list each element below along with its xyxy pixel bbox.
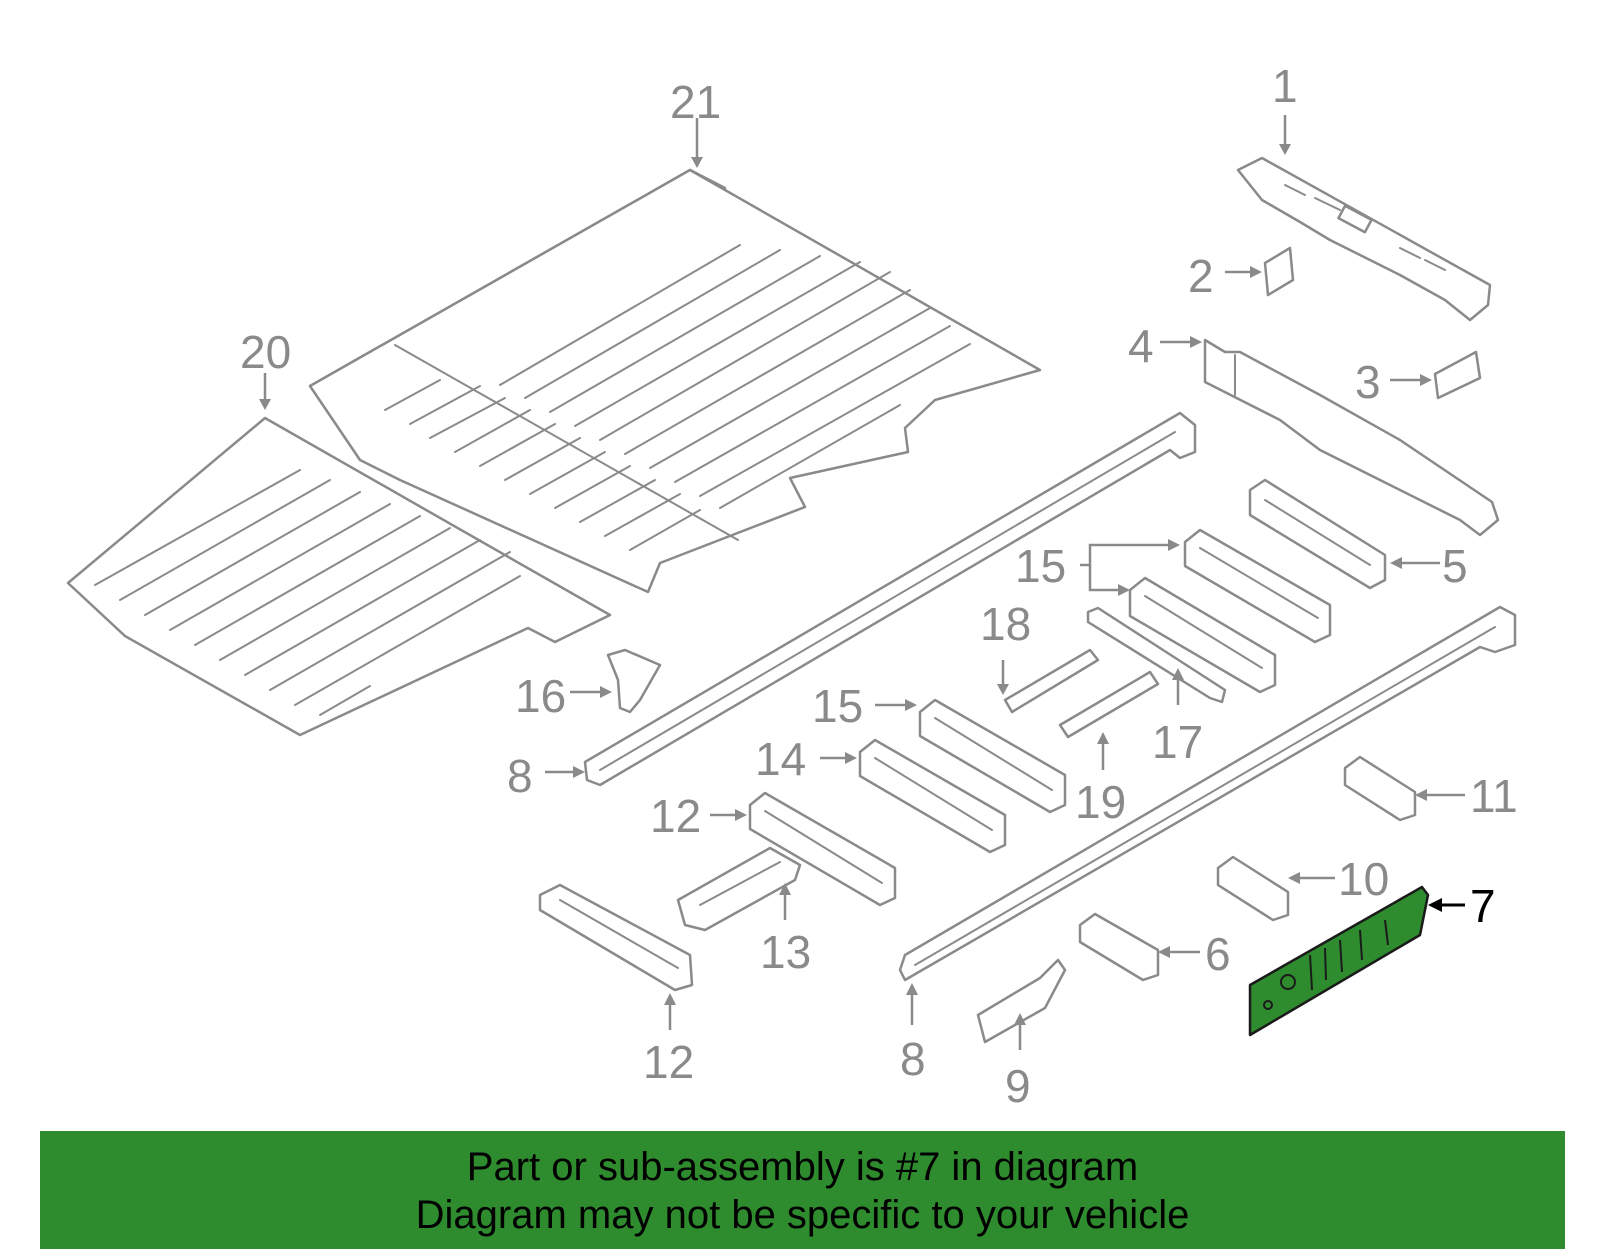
part-15-crossmember-a[interactable] [1183, 528, 1332, 644]
part-11-bracket[interactable] [1343, 755, 1417, 822]
part-13-bracket[interactable] [676, 846, 802, 932]
part-9-bracket[interactable] [976, 958, 1067, 1044]
part-19-support[interactable] [1058, 670, 1160, 739]
callout-3: 3 [1355, 356, 1381, 408]
part-10-bracket[interactable] [1216, 855, 1290, 922]
callout-20: 20 [240, 326, 291, 378]
part-2-bracket[interactable] [1263, 246, 1295, 297]
callout-1: 1 [1272, 60, 1298, 112]
callout-14: 14 [755, 733, 806, 785]
part-15-crossmember-b[interactable] [1128, 576, 1277, 694]
callout-5: 5 [1442, 540, 1468, 592]
callout-7-highlighted: 7 [1470, 880, 1496, 932]
part-8-rail-right[interactable] [898, 605, 1517, 982]
part-1-crossmember[interactable] [1236, 156, 1492, 322]
part-16-bracket[interactable] [606, 648, 662, 714]
part-4-reinforcement[interactable] [1203, 338, 1500, 537]
part-12-crossmember-a[interactable] [748, 791, 897, 907]
part-12-crossmember-b[interactable] [538, 883, 694, 992]
callout-4: 4 [1128, 320, 1154, 372]
banner-line-2: Diagram may not be specific to your vehi… [415, 1193, 1190, 1237]
part-14-crossmember[interactable] [858, 738, 1007, 854]
part-6-bracket[interactable] [1078, 912, 1160, 982]
part-3-bracket[interactable] [1433, 350, 1482, 400]
callout-9: 9 [1005, 1060, 1031, 1112]
callout-15-upper: 15 [1015, 540, 1066, 592]
part-17-support[interactable] [1086, 606, 1227, 704]
callout-13: 13 [760, 926, 811, 978]
callout-6: 6 [1205, 928, 1231, 980]
part-15-crossmember-c[interactable] [918, 698, 1067, 814]
callout-12-lower: 12 [643, 1036, 694, 1088]
callout-16: 16 [515, 670, 566, 722]
callout-17: 17 [1152, 716, 1203, 768]
part-21-floor-panel[interactable] [308, 168, 1042, 594]
callout-21: 21 [670, 76, 721, 128]
callout-labels: 21 20 1 2 3 4 5 15 18 17 19 15 16 8 14 1… [240, 60, 1518, 1112]
info-banner: Part or sub-assembly is #7 in diagram Di… [40, 1131, 1565, 1249]
callout-19: 19 [1075, 776, 1126, 828]
part-7-highlighted-panel[interactable] [1248, 885, 1430, 1037]
banner-line-1: Part or sub-assembly is #7 in diagram [466, 1145, 1139, 1189]
leader-lines [259, 115, 1465, 1050]
part-8-rail-left[interactable] [583, 411, 1197, 787]
callout-8-right: 8 [900, 1033, 926, 1085]
callout-15-lower: 15 [812, 680, 863, 732]
callout-2: 2 [1188, 250, 1214, 302]
callout-10: 10 [1338, 853, 1389, 905]
callout-12-upper: 12 [650, 790, 701, 842]
part-20-floor-panel[interactable] [66, 416, 612, 737]
callout-8-left: 8 [507, 750, 533, 802]
part-5-bracket[interactable] [1248, 478, 1387, 590]
part-18-support[interactable] [1003, 648, 1100, 714]
callout-11: 11 [1470, 770, 1518, 822]
callout-18: 18 [980, 598, 1031, 650]
